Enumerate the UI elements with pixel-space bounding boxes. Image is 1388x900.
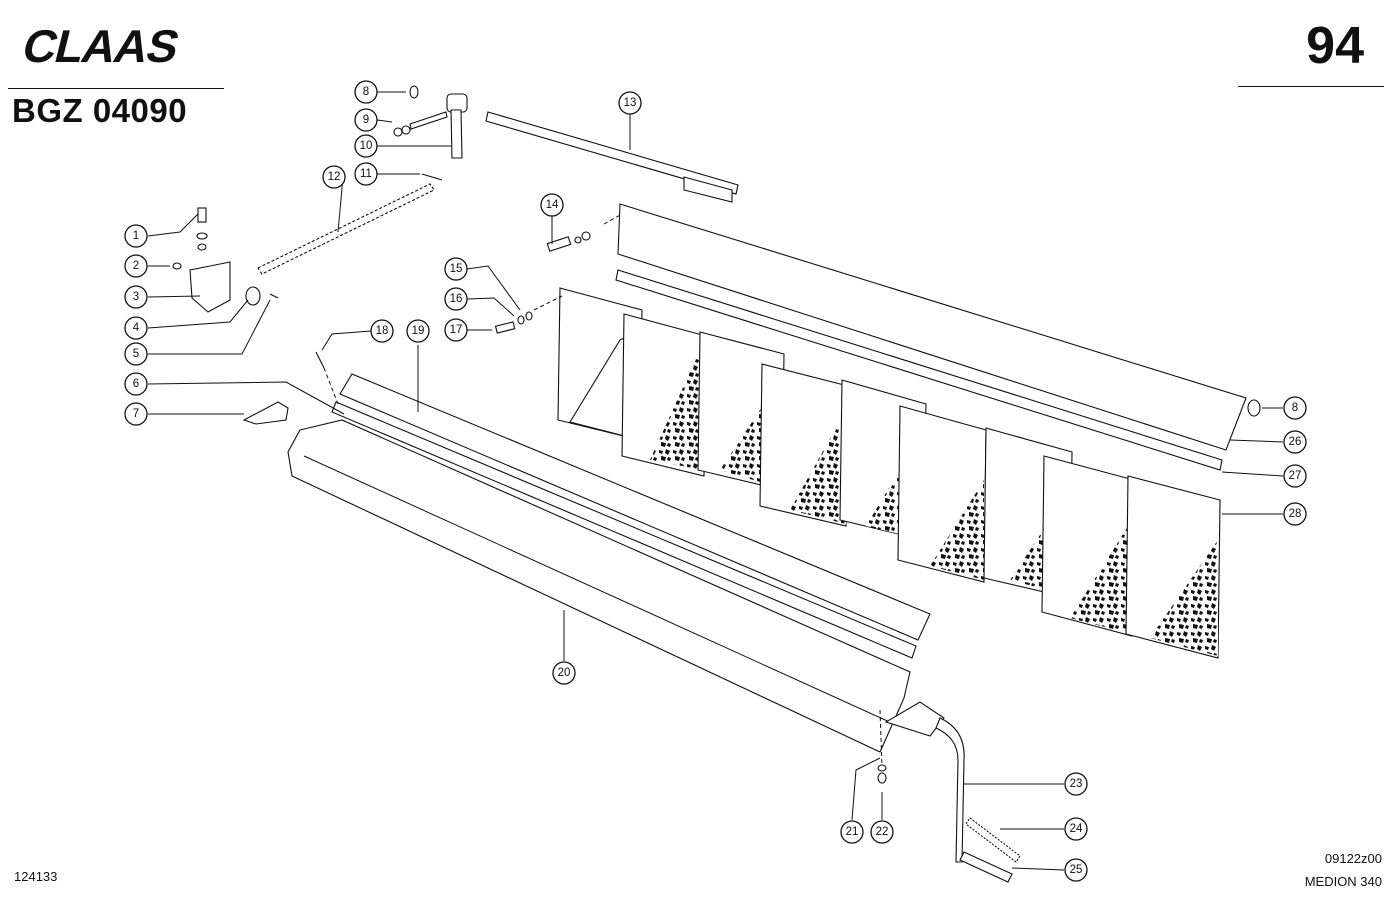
- part-27-strip: [615, 269, 1223, 471]
- part-15-17-fasteners: [494, 311, 533, 334]
- svg-text:5: 5: [133, 348, 139, 360]
- callout-13: 13: [618, 91, 642, 115]
- model-code: BGZ 04090: [12, 92, 188, 129]
- svg-text:24: 24: [1070, 823, 1083, 835]
- svg-text:28: 28: [1289, 508, 1302, 520]
- svg-text:21: 21: [846, 826, 859, 838]
- svg-text:6: 6: [133, 378, 139, 390]
- callout-27: 27: [1283, 464, 1307, 488]
- callout-4: 4: [124, 316, 148, 340]
- svg-text:20: 20: [558, 667, 571, 679]
- svg-text:19: 19: [412, 325, 425, 337]
- callout-5: 5: [124, 342, 148, 366]
- svg-text:26: 26: [1289, 436, 1302, 448]
- svg-text:2: 2: [133, 260, 139, 272]
- callout-10: 10: [354, 134, 378, 158]
- svg-text:10: 10: [360, 140, 373, 152]
- callout-28: 28: [1283, 502, 1307, 526]
- brand-wordmark: CLAAS: [18, 22, 184, 70]
- part-13-rod: [485, 111, 739, 203]
- callout-16: 16: [444, 287, 468, 311]
- claas-logo: CLAAS: [10, 22, 235, 70]
- svg-text:3: 3: [133, 291, 139, 303]
- svg-text:27: 27: [1289, 470, 1302, 482]
- svg-text:8: 8: [363, 86, 369, 98]
- part-8-ring-right: [1247, 399, 1261, 417]
- callout-22: 22: [870, 820, 894, 844]
- svg-text:12: 12: [328, 171, 341, 183]
- callout-12: 12: [322, 165, 346, 189]
- svg-text:25: 25: [1070, 864, 1083, 876]
- svg-text:4: 4: [133, 322, 140, 334]
- svg-text:15: 15: [450, 263, 463, 275]
- svg-text:14: 14: [546, 199, 559, 211]
- svg-text:7: 7: [133, 408, 139, 420]
- header-rule-right: [1238, 86, 1384, 87]
- callout-7: 7: [124, 402, 148, 426]
- part-26-angle-bar: [617, 203, 1247, 451]
- part-12-threaded-rod: [257, 183, 435, 275]
- callout-6: 6: [124, 372, 148, 396]
- callout-3: 3: [124, 285, 148, 309]
- footer-left-code: 124133: [14, 869, 58, 884]
- svg-text:23: 23: [1070, 778, 1083, 790]
- svg-text:17: 17: [450, 324, 463, 336]
- svg-text:8: 8: [1292, 402, 1298, 414]
- callout-21: 21: [840, 820, 864, 844]
- callout-23: 23: [1064, 772, 1088, 796]
- callout-15: 15: [444, 257, 468, 281]
- callout-20: 20: [552, 661, 576, 685]
- callout-14: 14: [540, 193, 564, 217]
- svg-text:22: 22: [876, 826, 889, 838]
- part-18-pin: [315, 351, 325, 369]
- callout-19: 19: [406, 319, 430, 343]
- callout-2: 2: [124, 254, 148, 278]
- svg-text:9: 9: [363, 114, 369, 126]
- part-19-rubber-strip: [339, 373, 931, 641]
- page-number: 94: [1306, 17, 1364, 75]
- footer-right-code: 09122z00: [1324, 851, 1382, 866]
- header-rule-left: [8, 88, 224, 89]
- part-7-bracket: [242, 401, 289, 425]
- callout-25: 25: [1064, 858, 1088, 882]
- svg-text:13: 13: [624, 97, 637, 109]
- part-top-bracket: [393, 85, 468, 181]
- part-1-5-bracket-assembly: [172, 207, 279, 313]
- callout-1: 1: [124, 224, 148, 248]
- callout-9: 9: [354, 108, 378, 132]
- svg-text:16: 16: [450, 293, 463, 305]
- footer-machine: MEDION 340: [1304, 874, 1382, 889]
- callout-11: 11: [354, 162, 378, 186]
- callout-18: 18: [370, 319, 394, 343]
- callout-26: 26: [1283, 430, 1307, 454]
- part-28-panels: [557, 287, 1221, 659]
- callout-17: 17: [444, 318, 468, 342]
- part-14-bolt: [546, 231, 591, 252]
- callout-8: 8: [354, 80, 378, 104]
- svg-text:18: 18: [376, 325, 389, 337]
- callout-24: 24: [1064, 817, 1088, 841]
- part-20-deflector: [287, 419, 911, 753]
- svg-text:11: 11: [360, 168, 372, 180]
- callout-8-right: 8: [1283, 396, 1307, 420]
- svg-text:1: 1: [133, 230, 139, 242]
- leader-lines: [147, 91, 1284, 871]
- part-23-25-linkage: [877, 701, 1021, 883]
